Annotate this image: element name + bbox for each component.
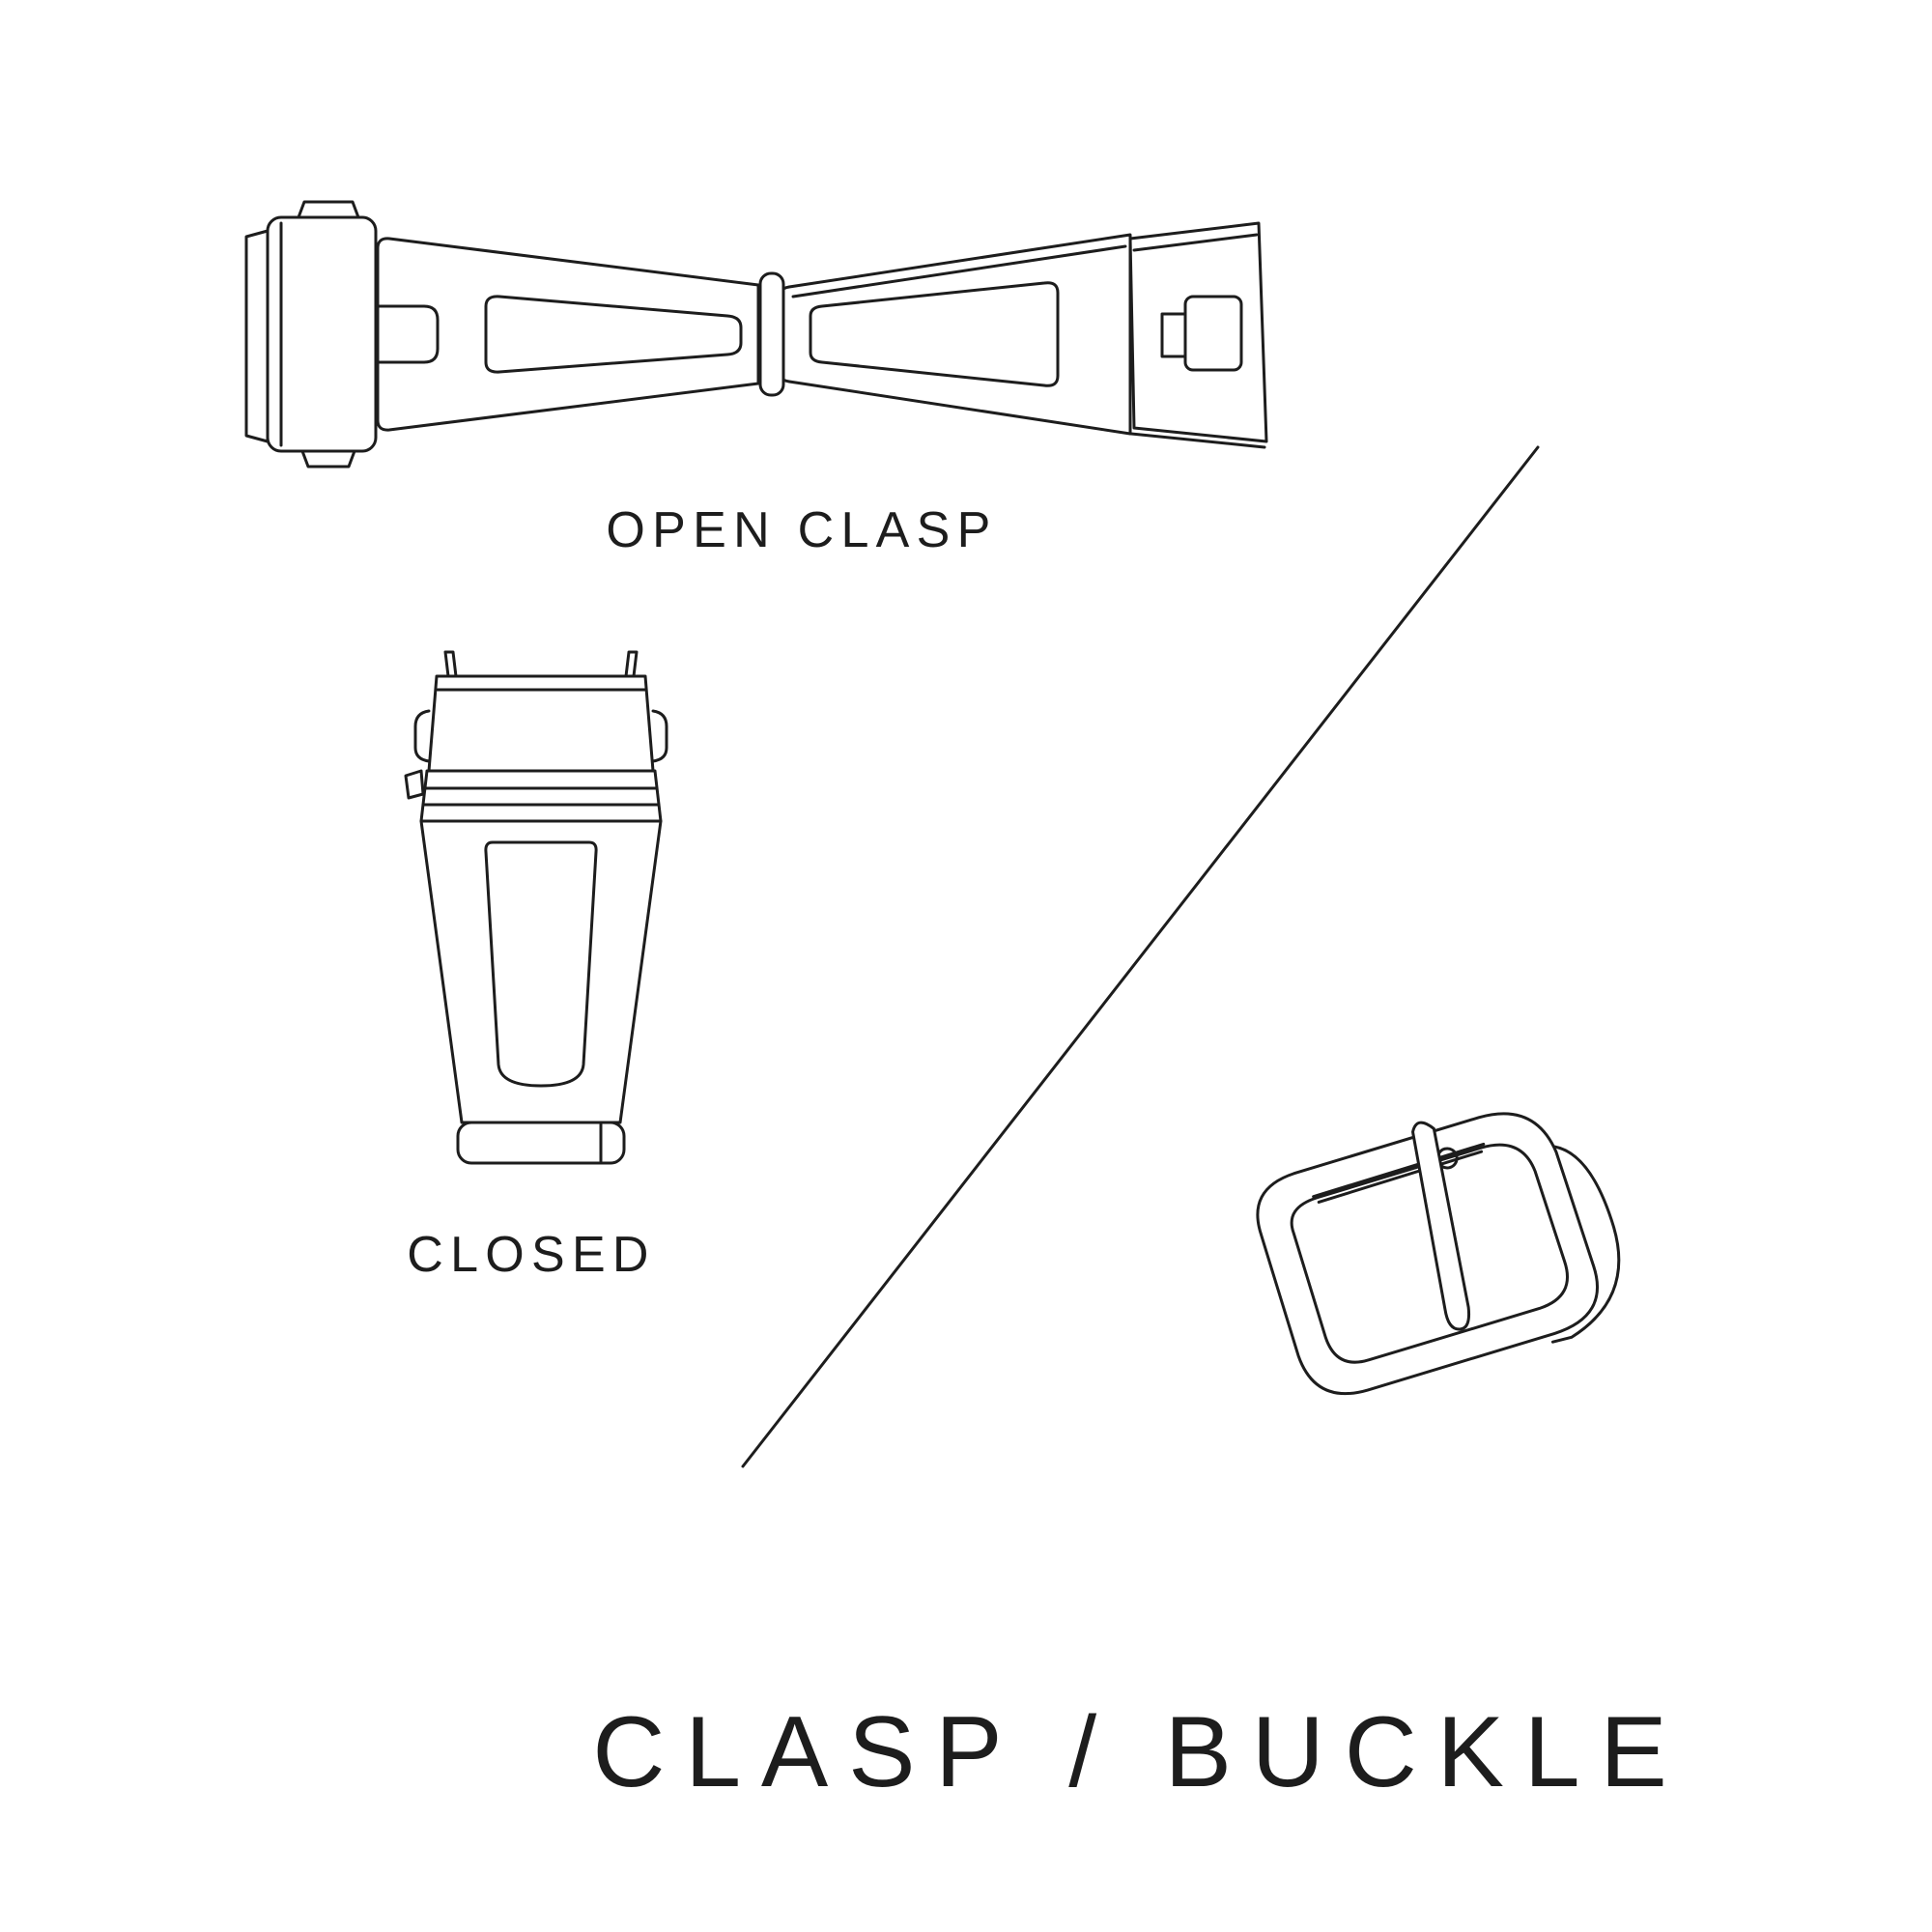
closed-clasp-illustration — [404, 650, 668, 1165]
open-clasp-label: OPEN CLASP — [606, 502, 998, 558]
closed-clasp-label: CLOSED — [407, 1227, 656, 1283]
open-clasp-illustration — [244, 200, 1268, 469]
page-title: CLASP / BUCKLE — [592, 1696, 1688, 1808]
diagonal-divider-line — [741, 445, 1540, 1468]
tang-buckle-illustration — [1256, 1112, 1621, 1396]
